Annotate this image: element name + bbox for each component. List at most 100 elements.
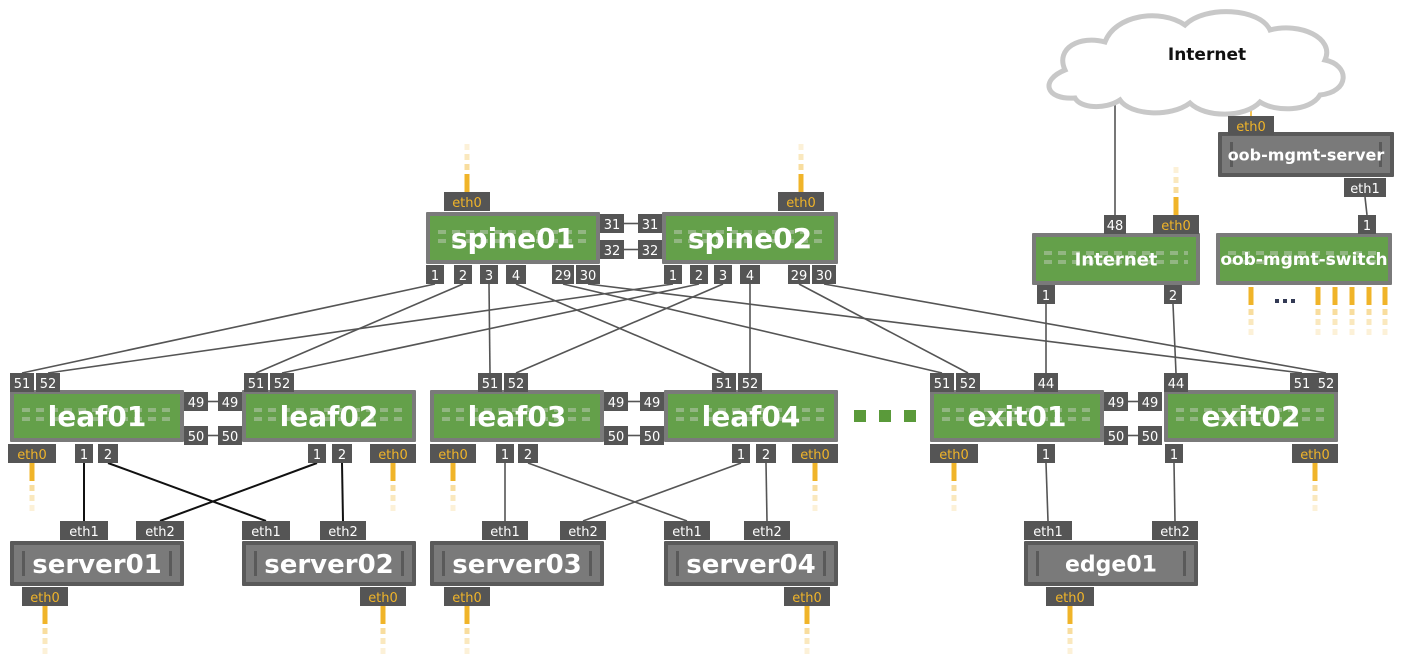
port-label: eth0 xyxy=(939,448,969,463)
port-label: 49 xyxy=(1108,396,1125,411)
port-exit02-52: 52 xyxy=(1314,373,1338,392)
port-leaf02-eth0: eth0 xyxy=(370,444,416,463)
port-leaf04-51: 51 xyxy=(712,373,736,392)
device-edge01[interactable]: edge01 xyxy=(1024,541,1198,586)
port-label: 1 xyxy=(1042,289,1050,304)
port-spine01-3: 3 xyxy=(480,265,498,284)
port-label: 51 xyxy=(248,377,265,392)
port-spine01-30: 30 xyxy=(576,265,600,284)
mgmt-stub-leaf03-eth0 xyxy=(450,463,456,511)
port-oob-mgmt-server-eth0: eth0 xyxy=(1228,116,1274,135)
device-internet[interactable]: Internet xyxy=(1032,233,1200,285)
port-exit02-eth0: eth0 xyxy=(1292,444,1338,463)
port-server01-eth1: eth1 xyxy=(60,521,108,540)
port-leaf02-52: 52 xyxy=(270,373,294,392)
port-spine01-eth0: eth0 xyxy=(444,192,490,211)
mgmt-stub-server01-eth0 xyxy=(42,606,48,654)
port-internet-eth0: eth0 xyxy=(1153,215,1199,234)
port-exit01-49: 49 xyxy=(1104,392,1128,411)
device-leaf04[interactable]: leaf04 xyxy=(664,390,838,442)
device-server01[interactable]: server01 xyxy=(10,541,184,586)
oob-switch-stub-6 xyxy=(1382,287,1388,335)
link-leaf04-2-to-server04-eth2 xyxy=(765,462,768,522)
device-spine02[interactable]: spine02 xyxy=(662,212,838,264)
device-server04[interactable]: server04 xyxy=(664,541,838,586)
port-exit02-49: 49 xyxy=(1138,392,1162,411)
port-label: 1 xyxy=(1042,448,1050,463)
device-exit02[interactable]: exit02 xyxy=(1164,390,1338,442)
port-edge01-eth1: eth1 xyxy=(1024,521,1072,540)
port-edge01-eth2: eth2 xyxy=(1152,521,1198,540)
device-exit01[interactable]: exit01 xyxy=(930,390,1104,442)
port-label: eth1 xyxy=(251,525,281,540)
link-exit02-1-to-edge01-eth2 xyxy=(1173,462,1176,522)
port-leaf02-1: 1 xyxy=(308,444,326,463)
port-label: eth0 xyxy=(786,196,816,211)
port-spine01-1: 1 xyxy=(426,265,444,284)
link-spine02-29-to-exit01-52 xyxy=(798,283,969,374)
port-spine02-1: 1 xyxy=(664,265,682,284)
port-label: 2 xyxy=(1169,289,1177,304)
port-exit02-1: 1 xyxy=(1165,444,1183,463)
port-server01-eth0: eth0 xyxy=(22,587,68,606)
port-exit02-51: 51 xyxy=(1290,373,1314,392)
more-leaves-ellipsis xyxy=(854,410,916,422)
port-leaf02-2: 2 xyxy=(332,444,352,463)
port-label: 32 xyxy=(642,244,659,259)
device-spine01[interactable]: spine01 xyxy=(426,212,600,264)
port-leaf01-2: 2 xyxy=(98,444,118,463)
port-server02-eth0: eth0 xyxy=(360,587,406,606)
port-label: 52 xyxy=(742,377,759,392)
port-label: 52 xyxy=(960,377,977,392)
link-spine02-1-to-leaf01-52 xyxy=(47,283,674,374)
port-server03-eth0: eth0 xyxy=(444,587,490,606)
port-label: 44 xyxy=(1168,377,1185,392)
device-leaf03[interactable]: leaf03 xyxy=(430,390,604,442)
link-leaf02-2-to-server02-eth2 xyxy=(341,462,344,522)
port-leaf04-1: 1 xyxy=(732,444,750,463)
device-label: server01 xyxy=(32,550,162,580)
port-label: eth2 xyxy=(568,525,598,540)
device-oob-mgmt-switch[interactable]: oob-mgmt-switch xyxy=(1216,233,1392,285)
port-spine02-32: 32 xyxy=(638,240,662,259)
port-oob-mgmt-server-eth1: eth1 xyxy=(1344,178,1386,197)
port-leaf01-52: 52 xyxy=(36,373,60,392)
mgmt-stub-exit01-eth0 xyxy=(951,463,957,511)
port-edge01-eth0: eth0 xyxy=(1046,587,1094,606)
port-label: 52 xyxy=(40,377,57,392)
port-label: 49 xyxy=(222,396,239,411)
device-server03[interactable]: server03 xyxy=(430,541,604,586)
port-label: 1 xyxy=(737,448,745,463)
mgmt-stub-leaf02-eth0 xyxy=(390,463,396,511)
cloud-label: Internet xyxy=(1168,45,1246,65)
mgmt-stub-server02-eth0 xyxy=(380,606,386,654)
port-exit01-44: 44 xyxy=(1034,373,1058,392)
internet-cloud: Internet xyxy=(1046,9,1346,117)
port-label: 50 xyxy=(1142,430,1159,445)
port-leaf03-51: 51 xyxy=(478,373,502,392)
port-leaf04-2: 2 xyxy=(756,444,776,463)
device-server02[interactable]: server02 xyxy=(242,541,416,586)
port-server03-eth2: eth2 xyxy=(560,521,606,540)
mgmt-stub-server04-eth0 xyxy=(804,606,810,654)
device-leaf01[interactable]: leaf01 xyxy=(10,390,184,442)
port-label: 48 xyxy=(1107,219,1124,234)
devices-layer: spine01 spine02 Internet oob-mgmt-server oob… xyxy=(10,132,1394,586)
device-oob-mgmt-server[interactable]: oob-mgmt-server xyxy=(1218,132,1394,177)
device-label: oob-mgmt-switch xyxy=(1220,250,1387,270)
port-server01-eth2: eth2 xyxy=(136,521,184,540)
port-label: 2 xyxy=(762,448,770,463)
port-label: 2 xyxy=(104,448,112,463)
device-label: leaf03 xyxy=(468,400,567,433)
port-label: eth2 xyxy=(1160,525,1190,540)
link-leaf04-1-to-server03-eth2 xyxy=(582,462,742,522)
port-label: 51 xyxy=(716,377,733,392)
port-label: eth1 xyxy=(1033,525,1063,540)
port-label: 50 xyxy=(608,430,625,445)
port-server03-eth1: eth1 xyxy=(482,521,528,540)
port-server04-eth0: eth0 xyxy=(784,587,830,606)
port-leaf02-50: 50 xyxy=(218,426,242,445)
device-label: oob-mgmt-server xyxy=(1228,145,1385,164)
device-leaf02[interactable]: leaf02 xyxy=(242,390,416,442)
port-label: 31 xyxy=(642,218,659,233)
